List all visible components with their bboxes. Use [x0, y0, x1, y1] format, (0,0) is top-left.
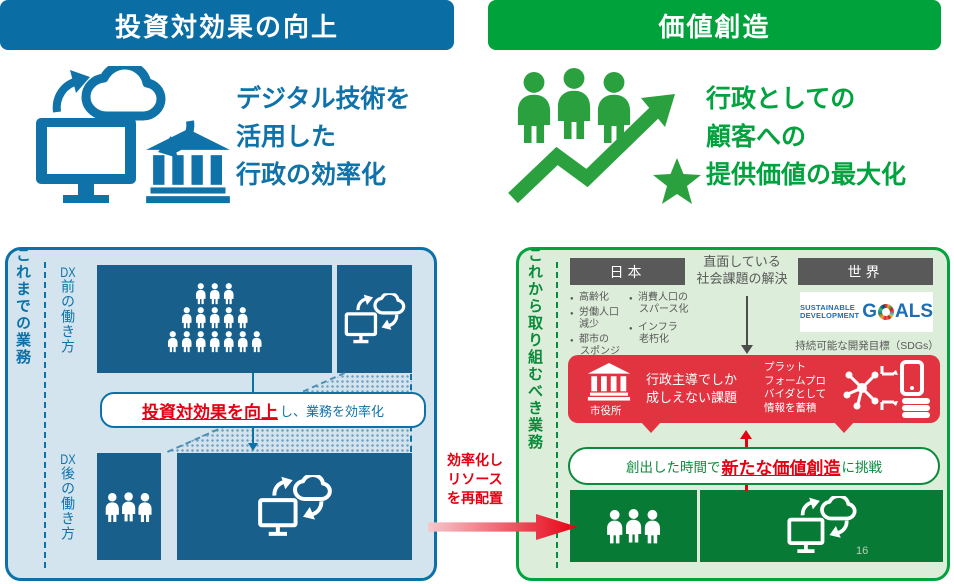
issues-arrow-shaft — [746, 296, 748, 346]
new-value-callout: 創出した時間で新たな価値創造に挑戦 — [568, 447, 940, 485]
city-hall-label: 市役所 — [590, 405, 622, 417]
page-number: 16 — [856, 545, 869, 557]
roi-callout-emphasis: 投資対効果を向上 — [141, 402, 278, 422]
right-lead-line: 提供価値の最大化 — [706, 161, 907, 189]
challenge-arrow-shaft — [745, 438, 748, 448]
before-dx-people-box — [97, 265, 332, 373]
people-trio-icon — [105, 491, 152, 522]
left-lead-text: デジタル技術を 活用した 行政の効率化 — [236, 80, 411, 194]
right-panel-divider — [556, 262, 558, 568]
sdgs-logo: SUSTAINABLE DEVELOPMENT G ALS — [800, 292, 933, 332]
left-lead-line: 活用した — [236, 123, 337, 151]
resource-transfer-text: 効率化し リソース を再配置 — [447, 452, 503, 506]
new-value-pre: 創出した時間で — [626, 460, 721, 475]
issue-right-text: プラット フォームプロ バイダとして 情報を蓄積 — [764, 361, 827, 414]
left-panel-divider — [44, 262, 46, 568]
roi-callout: 投資対効果を向上し、業務を効率化 — [100, 392, 426, 428]
sdgs-caption: 持続可能な開発目標（SDGs） — [795, 340, 939, 352]
left-banner-title: 投資対効果の向上 — [0, 0, 454, 50]
monitor-cloud-icon — [786, 496, 857, 554]
right-lead-line: 行政としての — [706, 85, 856, 113]
future-digital-box — [700, 490, 943, 562]
left-lead-line: デジタル技術を — [236, 85, 411, 113]
new-value-emphasis: 新たな価値創造 — [721, 458, 841, 478]
right-panel-vertical-label: これから取り組むべき業務 — [526, 247, 543, 451]
issue-left-text: 行政主導でしか 成しえない課題 — [646, 372, 738, 405]
down-arrow-head — [248, 443, 258, 451]
social-issues-heading: 直面している 社会課題の解決 — [696, 254, 788, 286]
after-dx-digital-box — [177, 453, 412, 560]
roi-callout-rest: し、業務を効率化 — [279, 403, 384, 419]
issues-arrow-head — [741, 345, 753, 354]
people-trio-icon — [606, 509, 660, 544]
monitor-cloud-icon — [344, 292, 405, 343]
japan-box: 日本 — [570, 258, 685, 285]
after-dx-people-box — [97, 453, 161, 560]
left-panel-vertical-label: これまでの業務 — [14, 247, 31, 366]
sdgs-wheel-icon — [878, 304, 895, 320]
left-lead-line: 行政の効率化 — [236, 161, 387, 189]
challenge-arrow-head — [740, 430, 752, 439]
new-value-post: に挑戦 — [841, 460, 883, 475]
issue-box: 市役所 行政主導でしか 成しえない課題 プラット フォームプロ バイダとして 情… — [568, 355, 940, 423]
monitor-cloud-icon — [257, 474, 332, 536]
future-people-box — [570, 490, 697, 562]
platform-data-icon — [843, 360, 930, 418]
connector-line — [252, 373, 254, 392]
digital-gov-icon — [30, 66, 232, 206]
people-pyramid-icon — [167, 283, 262, 353]
world-box: 世界 — [798, 258, 933, 285]
before-dx-digital-box — [337, 265, 412, 373]
down-arrow-shaft — [252, 428, 254, 444]
right-lead-line: 顧客への — [706, 123, 807, 151]
challenge-arrow-shaft — [745, 482, 748, 491]
right-lead-text: 行政としての 顧客への 提供価値の最大化 — [706, 80, 906, 194]
city-hall-icon — [587, 363, 631, 401]
right-banner-title: 価値創造 — [488, 0, 941, 50]
value-growth-icon — [505, 66, 710, 208]
